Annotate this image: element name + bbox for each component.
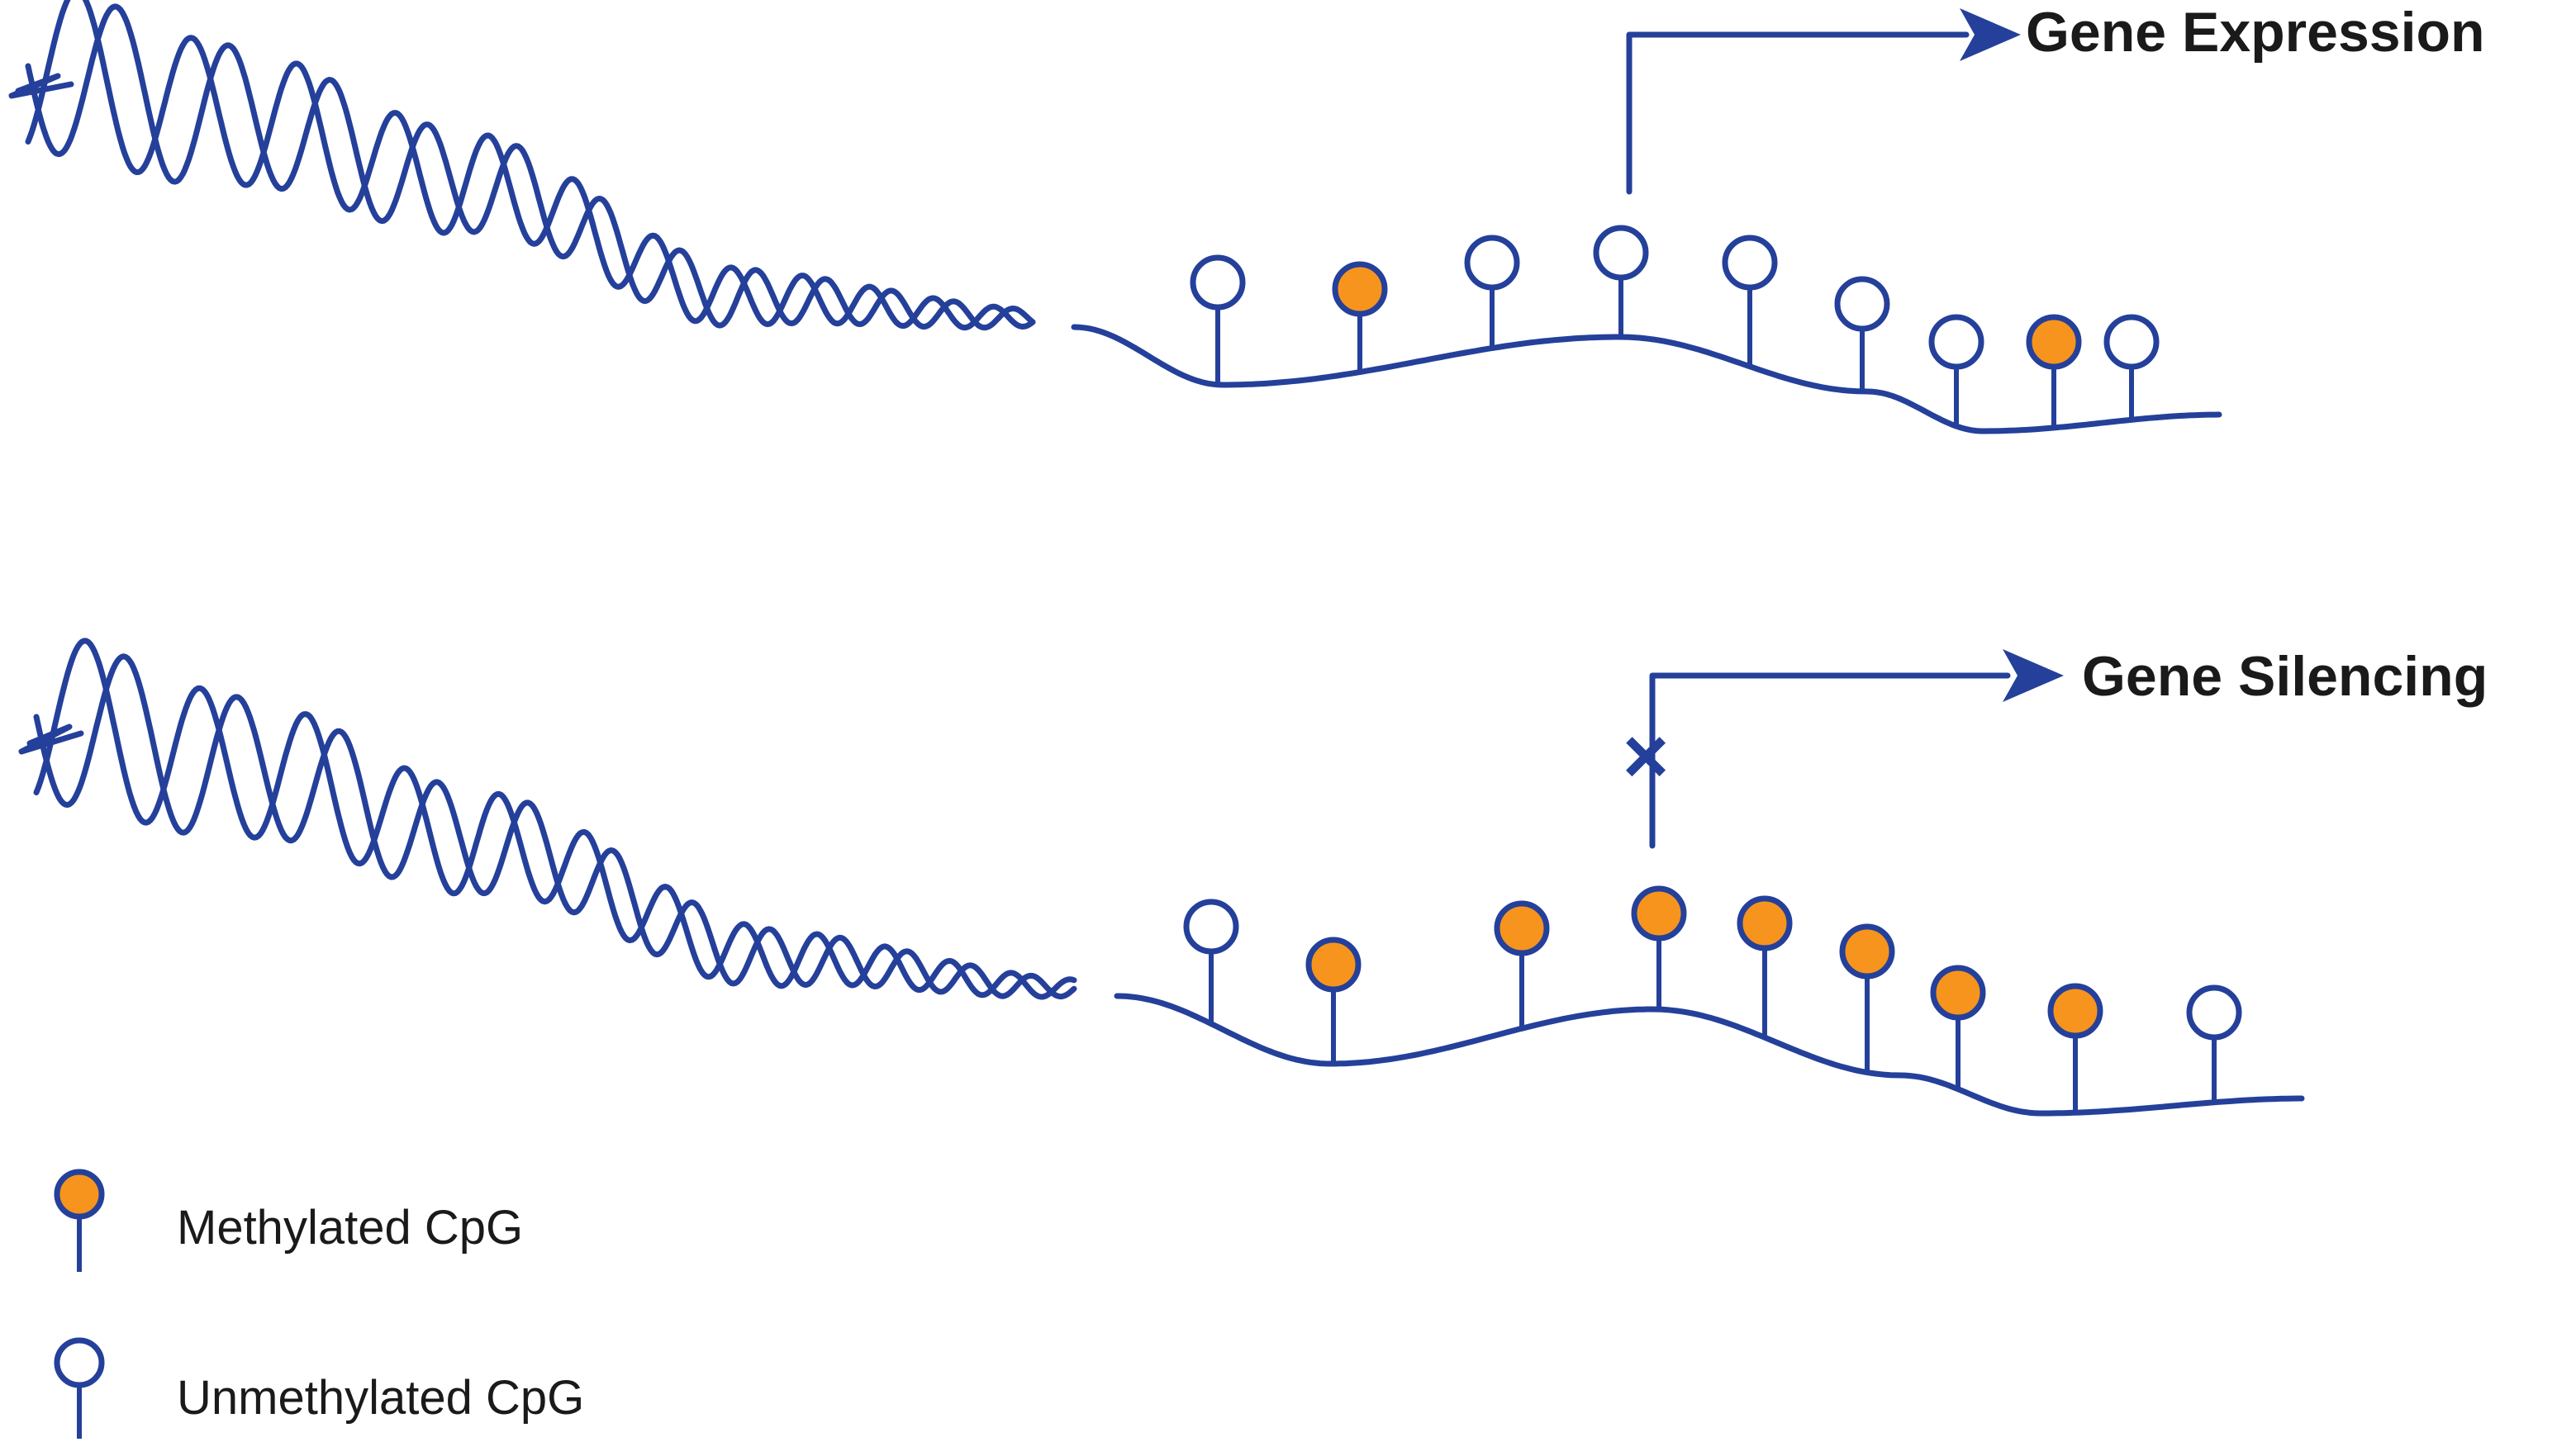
unmethylated-cpg-icon — [54, 1337, 105, 1388]
bottom-cpg-sites — [1183, 885, 2242, 1113]
bottom-methylated-cpg-site — [1839, 923, 1895, 980]
top-transcription-arrow — [1626, 31, 1970, 195]
top-dna-helix-end-cap — [8, 73, 74, 99]
bottom-methylated-cpg-site — [1305, 937, 1362, 993]
gene-silencing-panel: × Gene Silencing — [18, 638, 2488, 1117]
top-dna-helix-strand-a — [25, 3, 1036, 331]
bottom-unmethylated-cpg-site — [2186, 984, 2242, 1041]
bottom-methylated-cpg-site — [2047, 983, 2103, 1039]
top-transcription-arrowhead — [1960, 8, 2021, 61]
top-unmethylated-cpg-site — [1190, 254, 1246, 311]
top-methylated-cpg-site — [2026, 314, 2082, 370]
legend: Methylated CpG Unmethylated CpG — [54, 1169, 584, 1439]
legend-methylated-label: Methylated CpG — [177, 1201, 523, 1255]
gene-silencing-label: Gene Silencing — [2082, 645, 2488, 708]
top-single-strand-dna — [1071, 324, 2222, 434]
legend-unmethylated-item: Unmethylated CpG — [54, 1337, 584, 1439]
bottom-methylated-cpg-site — [1930, 965, 1986, 1021]
bottom-methylated-cpg-site — [1631, 885, 1687, 942]
legend-methylated-item: Methylated CpG — [54, 1169, 523, 1272]
bottom-transcription-arrow — [1649, 672, 2011, 849]
bottom-methylated-cpg-site — [1737, 895, 1793, 951]
top-dna-helix-strand-b — [25, 0, 1036, 331]
legend-unmethylated-label: Unmethylated CpG — [177, 1371, 584, 1425]
top-cpg-sites — [1190, 225, 2160, 428]
bottom-dna-helix-end-cap — [18, 723, 84, 755]
bottom-transcription-arrowhead — [2003, 649, 2064, 702]
top-unmethylated-cpg-site — [2103, 314, 2160, 370]
transcription-blocked-icon: × — [1623, 712, 1669, 800]
top-unmethylated-cpg-site — [1464, 235, 1520, 291]
top-unmethylated-cpg-site — [1722, 235, 1778, 291]
bottom-methylated-cpg-site — [1494, 900, 1550, 956]
top-unmethylated-cpg-site — [1593, 225, 1649, 281]
bottom-single-strand-dna — [1114, 993, 2305, 1117]
top-unmethylated-cpg-site — [1928, 314, 1984, 370]
bottom-dna-helix-strand-a — [33, 653, 1077, 1000]
gene-expression-label: Gene Expression — [2026, 1, 2485, 64]
gene-expression-panel: Gene Expression — [8, 0, 2485, 434]
methylated-cpg-icon — [54, 1169, 105, 1220]
top-methylated-cpg-site — [1332, 261, 1388, 317]
bottom-dna-helix-strand-b — [33, 638, 1077, 1000]
top-unmethylated-cpg-site — [1834, 276, 1890, 332]
bottom-unmethylated-cpg-site — [1183, 899, 1239, 955]
